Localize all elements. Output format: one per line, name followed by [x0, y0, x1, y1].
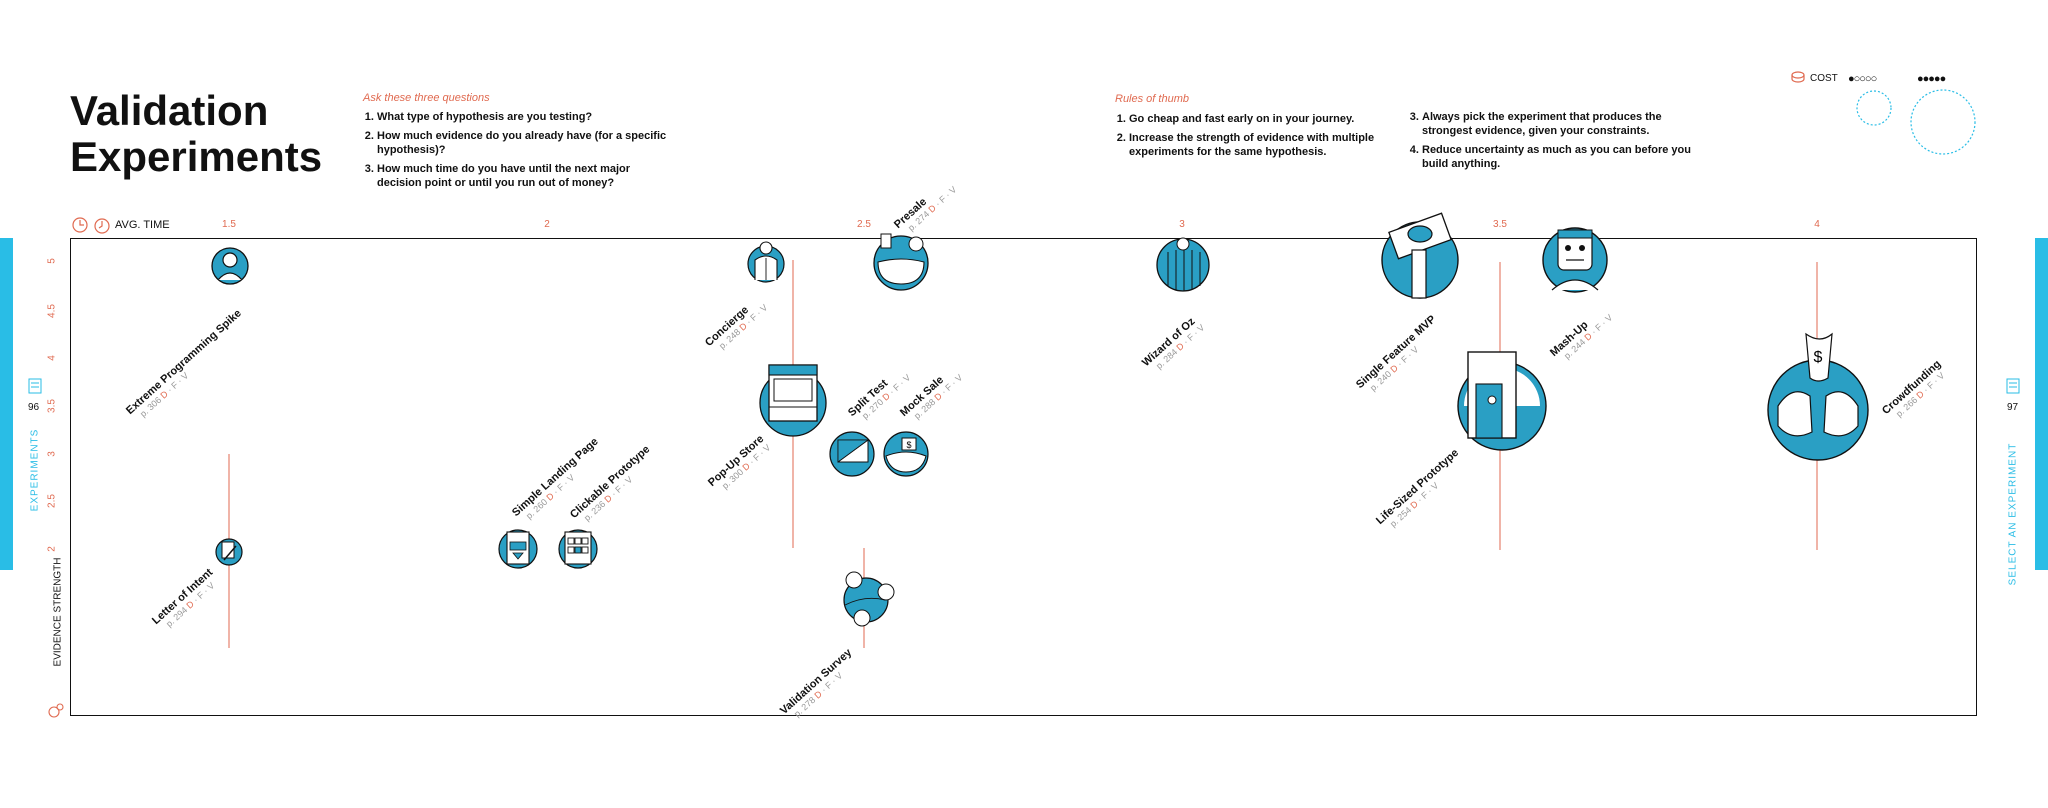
evidence-axis-label: EVIDENCE STRENGTH — [52, 557, 64, 667]
curtain-icon[interactable] — [1154, 234, 1212, 292]
clock-icon — [72, 217, 110, 234]
robot-icon[interactable] — [1540, 224, 1610, 294]
rule-item: Reduce uncertainty as much as you can be… — [1422, 143, 1712, 171]
y-tick: 4 — [46, 355, 58, 361]
right-section-label: SELECT AN EXPERIMENT — [2007, 442, 2019, 586]
rules-heading: Rules of thumb — [1115, 93, 1189, 105]
x-tick: 1.5 — [222, 219, 236, 230]
cost-low-dots: ●○○○○ — [1848, 73, 1877, 85]
book-icon — [28, 378, 42, 394]
butler-icon[interactable] — [746, 240, 786, 284]
x-tick: 2 — [544, 219, 550, 230]
left-sidebar — [0, 238, 13, 570]
questions-list: What type of hypothesis are you testing?… — [363, 110, 677, 195]
time-axis-label: AVG. TIME — [115, 219, 170, 231]
pen-icon[interactable] — [214, 537, 244, 567]
y-tick: 3 — [46, 451, 58, 457]
person-icon[interactable] — [210, 246, 250, 286]
svg-text:$: $ — [1814, 349, 1823, 366]
landing-page-icon[interactable] — [497, 528, 539, 570]
cost-label: COST — [1810, 73, 1838, 84]
page-title: Validation Experiments — [70, 88, 322, 180]
hands-money-icon[interactable]: $ — [1766, 332, 1870, 462]
chart-frame — [70, 238, 1977, 716]
door-icon[interactable] — [1454, 350, 1550, 452]
rule-item: Go cheap and fast early on in your journ… — [1129, 112, 1399, 126]
rules-list-right: Always pick the experiment that produces… — [1408, 110, 1712, 176]
left-page-number: 96 — [28, 402, 40, 413]
button-icon[interactable] — [1378, 212, 1462, 300]
cost-circles — [1856, 89, 1976, 155]
experiment-label[interactable]: Presale p. 274 D · F · V — [892, 175, 958, 238]
title-line-2: Experiments — [70, 133, 323, 180]
rules-list-left: Go cheap and fast early on in your journ… — [1115, 112, 1399, 164]
cost-high-dots: ●●●●● — [1917, 73, 1946, 85]
y-tick: 3.5 — [46, 399, 58, 413]
rule-item: Increase the strength of evidence with m… — [1129, 131, 1399, 159]
question-item: What type of hypothesis are you testing? — [377, 110, 677, 124]
x-tick: 3.5 — [1493, 219, 1507, 230]
question-item: How much time do you have until the next… — [377, 162, 677, 190]
right-sidebar — [2035, 238, 2048, 570]
title-line-1: Validation — [70, 87, 269, 134]
strength-icon — [48, 703, 64, 718]
questions-heading: Ask these three questions — [363, 92, 490, 104]
cost-legend: COST ●○○○○ ●●●●● — [1790, 70, 1980, 160]
rule-item: Always pick the experiment that produces… — [1422, 110, 1712, 138]
y-tick: 2.5 — [46, 494, 58, 508]
split-icon[interactable] — [828, 430, 876, 478]
money-bag-icon[interactable] — [872, 233, 930, 292]
y-tick: 5 — [46, 258, 58, 264]
question-item: How much evidence do you already have (f… — [377, 129, 677, 157]
grid-icon[interactable] — [557, 528, 599, 570]
x-tick: 4 — [1814, 219, 1820, 230]
left-section-label: EXPERIMENTS — [29, 428, 41, 512]
y-tick: 4.5 — [46, 304, 58, 318]
svg-text:$: $ — [906, 440, 911, 450]
y-tick: 2 — [46, 546, 58, 552]
coin-icon — [1791, 71, 1805, 83]
faces-icon[interactable] — [840, 570, 898, 627]
hand-dollar-icon[interactable]: $ — [882, 430, 930, 478]
store-icon[interactable] — [758, 363, 828, 437]
book-icon — [2006, 378, 2020, 394]
right-page-number: 97 — [2007, 402, 2019, 413]
x-tick: 2.5 — [857, 219, 871, 230]
x-tick: 3 — [1179, 219, 1185, 230]
